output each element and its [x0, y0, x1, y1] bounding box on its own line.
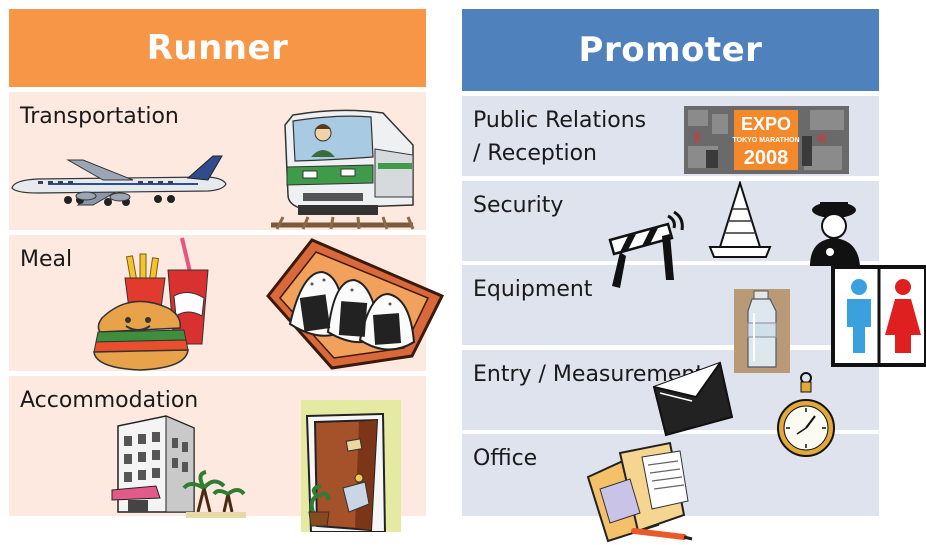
- folder-documents-icon: [580, 441, 700, 545]
- expo-logo-line2: TOKYO MARATHON: [732, 137, 799, 144]
- row-label: Equipment: [473, 277, 593, 302]
- barricade-icon: [606, 206, 690, 292]
- row-label-line: / Reception: [473, 141, 597, 166]
- row-label: Public Relations / Reception: [473, 104, 646, 170]
- hotel-icon: [106, 408, 246, 520]
- promoter-row-equipment: Equipment: [462, 265, 879, 345]
- security-guard-icon: [806, 196, 864, 268]
- promoter-title: Promoter: [578, 30, 763, 70]
- row-label: Transportation: [20, 104, 179, 129]
- runner-header: Runner: [9, 9, 426, 87]
- fast-food-icon: [90, 236, 220, 374]
- expo-logo: EXPO TOKYO MARATHON 2008: [684, 106, 849, 174]
- envelope-icon: [650, 357, 734, 437]
- row-label-line: Public Relations: [473, 108, 647, 133]
- water-bottle-icon: [734, 289, 790, 373]
- stopwatch-icon: [775, 372, 837, 466]
- row-label: Accommodation: [20, 388, 199, 413]
- row-label: Meal: [20, 247, 73, 272]
- runner-title: Runner: [146, 28, 289, 68]
- door-icon: [299, 400, 409, 545]
- row-label: Office: [473, 446, 538, 471]
- rice-ball-icon: [262, 236, 448, 372]
- expo-logo-line1: EXPO: [741, 114, 791, 134]
- airplane-icon: [8, 150, 233, 215]
- train-icon: [263, 105, 423, 233]
- traffic-cone-icon: [708, 181, 772, 259]
- promoter-header: Promoter: [462, 9, 879, 91]
- expo-logo-line3: 2008: [744, 147, 789, 169]
- row-label: Security: [473, 193, 564, 218]
- restroom-sign-icon: [831, 265, 926, 367]
